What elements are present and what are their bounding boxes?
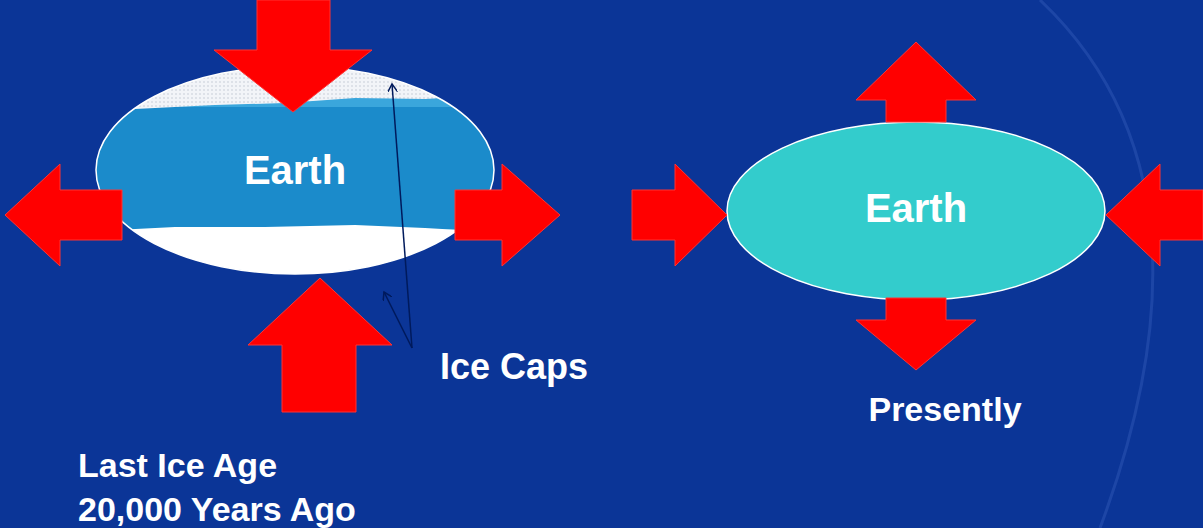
- caption-label: Presently: [845, 388, 1045, 432]
- expand-arrow: [856, 298, 976, 370]
- compress-arrow: [632, 164, 727, 266]
- expand-arrow: [856, 42, 976, 122]
- earth-ellipse: Earth: [726, 121, 1106, 301]
- callout-label: Ice Caps: [440, 344, 660, 390]
- compress-arrow: [248, 278, 392, 412]
- leader-line: [384, 292, 412, 348]
- earth-ellipse: Earth: [95, 65, 495, 275]
- node-label: Earth: [726, 186, 1106, 231]
- node-label: Earth: [95, 148, 495, 193]
- caption-label: Last Ice Age 20,000 Years Ago: [78, 444, 378, 528]
- compress-arrow: [1106, 164, 1203, 266]
